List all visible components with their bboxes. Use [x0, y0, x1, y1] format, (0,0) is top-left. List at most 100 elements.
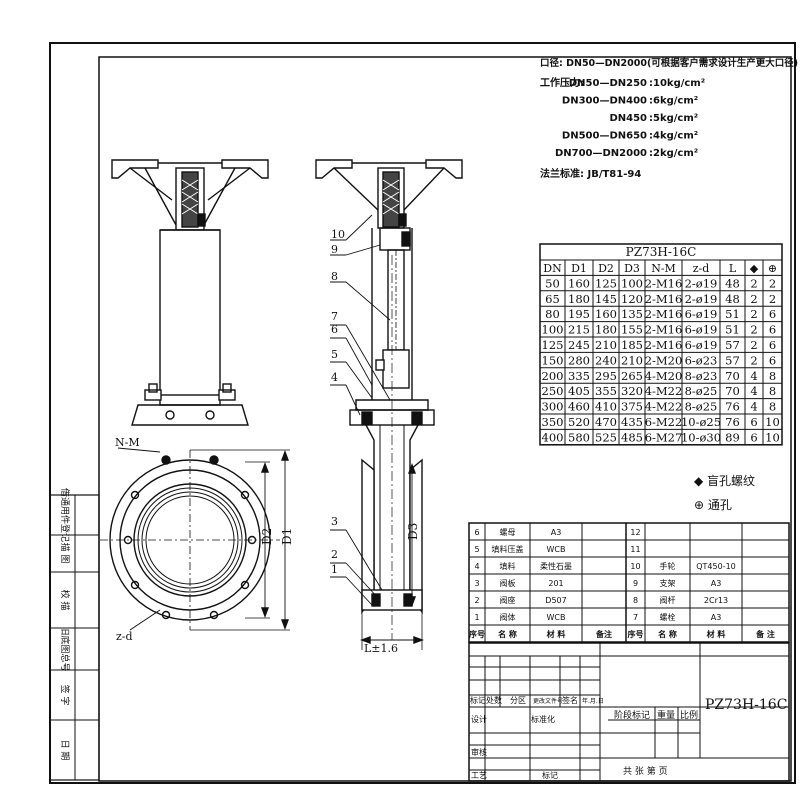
parts-cell: A3: [551, 528, 562, 537]
parts-cell: 阀板: [500, 578, 516, 588]
dim-table-cell: 485: [621, 430, 643, 444]
parts-cell: A3: [711, 579, 722, 588]
dim-table-cell: 135: [621, 307, 643, 321]
parts-cell: 螺栓: [660, 612, 676, 622]
dim-table-cell: 4-M22: [645, 400, 683, 414]
dim-table-cell: 57: [725, 338, 740, 352]
dim-table-cell: 405: [568, 384, 590, 398]
parts-header: 备注: [595, 629, 612, 639]
pressure-range: DN500—DN650: [562, 131, 647, 142]
parts-cell: 1: [474, 613, 479, 622]
nm-label: N-M: [115, 436, 140, 449]
std-label: 标准化: [531, 714, 555, 724]
dim-table-cell: 2-M20: [645, 353, 683, 367]
dim-table-cell: 89: [725, 430, 740, 444]
parts-cell: 阀座: [500, 595, 516, 605]
d1-label: D1: [280, 528, 294, 545]
pressure-range: DN50—DN250: [569, 78, 647, 89]
pressure-label: 工作压力:: [540, 76, 584, 89]
dim-table-cell: 355: [595, 384, 617, 398]
legend-blind-hole: ◆ 盲孔螺纹: [694, 473, 755, 488]
parts-cell: 12: [630, 528, 640, 537]
left-label: 日 期: [59, 740, 70, 761]
dim-table-header: D2: [598, 262, 614, 275]
dim-table-cell: 2: [750, 292, 757, 306]
rev-header-0: 标记: [470, 695, 486, 705]
dim-table-cell: 6: [769, 338, 776, 352]
dim-table-cell: 580: [568, 430, 590, 444]
dim-table-cell: 435: [621, 415, 643, 429]
title-block: [468, 642, 790, 782]
rev-header-4: 签名: [562, 695, 578, 705]
dim-table-cell: 100: [621, 276, 643, 290]
callout-number: 5: [331, 348, 338, 361]
dim-table-cell: 6: [769, 307, 776, 321]
dim-table-cell: 2: [769, 276, 776, 290]
rev-header-1: 处数: [486, 695, 502, 705]
parts-cell: 11: [630, 545, 640, 554]
zd-label: z-d: [116, 630, 133, 643]
dim-table-cell: 51: [725, 323, 740, 337]
callout-number: 4: [331, 371, 338, 384]
dim-table-cell: 2: [750, 276, 757, 290]
dim-table-cell: 2: [750, 323, 757, 337]
dim-table-cell: 265: [621, 369, 643, 383]
dim-table-cell: 160: [595, 307, 617, 321]
dim-table-cell: 6-M27: [645, 430, 683, 444]
l-label: L±1.6: [364, 642, 398, 655]
dim-table-cell: 2-M16: [645, 323, 683, 337]
dim-table-cell: 210: [621, 353, 643, 367]
side-view: [315, 159, 463, 650]
dim-table-cell: 70: [725, 369, 740, 383]
dim-table-header: ⊕: [768, 262, 777, 275]
dim-table-cell: 470: [595, 415, 617, 429]
dim-table-header: ◆: [750, 262, 759, 275]
parts-header: 材 料: [707, 629, 726, 639]
dim-table-cell: 6-ø19: [685, 338, 718, 352]
parts-cell: 填料压盖: [492, 544, 524, 554]
dim-table-cell: 80: [545, 307, 560, 321]
dim-table-cell: 335: [568, 369, 590, 383]
callout-number: 7: [331, 310, 338, 323]
rev-header-5: 年.月.日: [582, 697, 604, 705]
left-label: 借通用件登记: [59, 488, 71, 542]
dim-table-cell: 51: [725, 307, 740, 321]
dim-table-cell: 2: [750, 338, 757, 352]
parts-cell: 3: [474, 579, 479, 588]
parts-cell: 201: [548, 579, 563, 588]
parts-cell: 支架: [660, 578, 676, 588]
dim-table-cell: 6: [750, 415, 757, 429]
dim-table-cell: 10: [765, 415, 780, 429]
approve-label: 标记: [542, 770, 558, 780]
dim-table-cell: 185: [621, 338, 643, 352]
callout-number: 6: [331, 323, 338, 336]
dim-table-cell: 2-ø19: [685, 276, 718, 290]
parts-cell: 填料: [500, 561, 516, 571]
callout-number: 2: [331, 548, 338, 561]
parts-cell: 10: [630, 562, 640, 571]
dim-table-header: N-M: [651, 262, 676, 275]
dim-table-cell: 48: [725, 292, 740, 306]
dim-table-cell: 2-M16: [645, 338, 683, 352]
dim-table-cell: 6: [769, 323, 776, 337]
dim-table-cell: 400: [542, 430, 564, 444]
dim-table-cell: 10-ø25: [681, 415, 721, 429]
dim-table-cell: 70: [725, 384, 740, 398]
dim-table-cell: 8-ø25: [685, 384, 718, 398]
sheets-label: 共 张 第 页: [623, 765, 668, 777]
review-label: 审核: [471, 747, 487, 757]
design-label: 设计: [471, 714, 487, 724]
weight-label: 重量: [657, 709, 675, 721]
dim-table-cell: 48: [725, 276, 740, 290]
dim-table-cell: 50: [545, 276, 560, 290]
callout-number: 1: [331, 563, 338, 576]
dim-table-cell: 4-M22: [645, 384, 683, 398]
dim-table-cell: 280: [568, 353, 590, 367]
dim-table-cell: 295: [595, 369, 617, 383]
parts-header: 备 注: [755, 629, 775, 639]
outer-frame: [49, 42, 796, 784]
dim-table-cell: 2: [750, 353, 757, 367]
dim-table-header: z-d: [693, 262, 710, 275]
dim-table-cell: 6-ø19: [685, 323, 718, 337]
